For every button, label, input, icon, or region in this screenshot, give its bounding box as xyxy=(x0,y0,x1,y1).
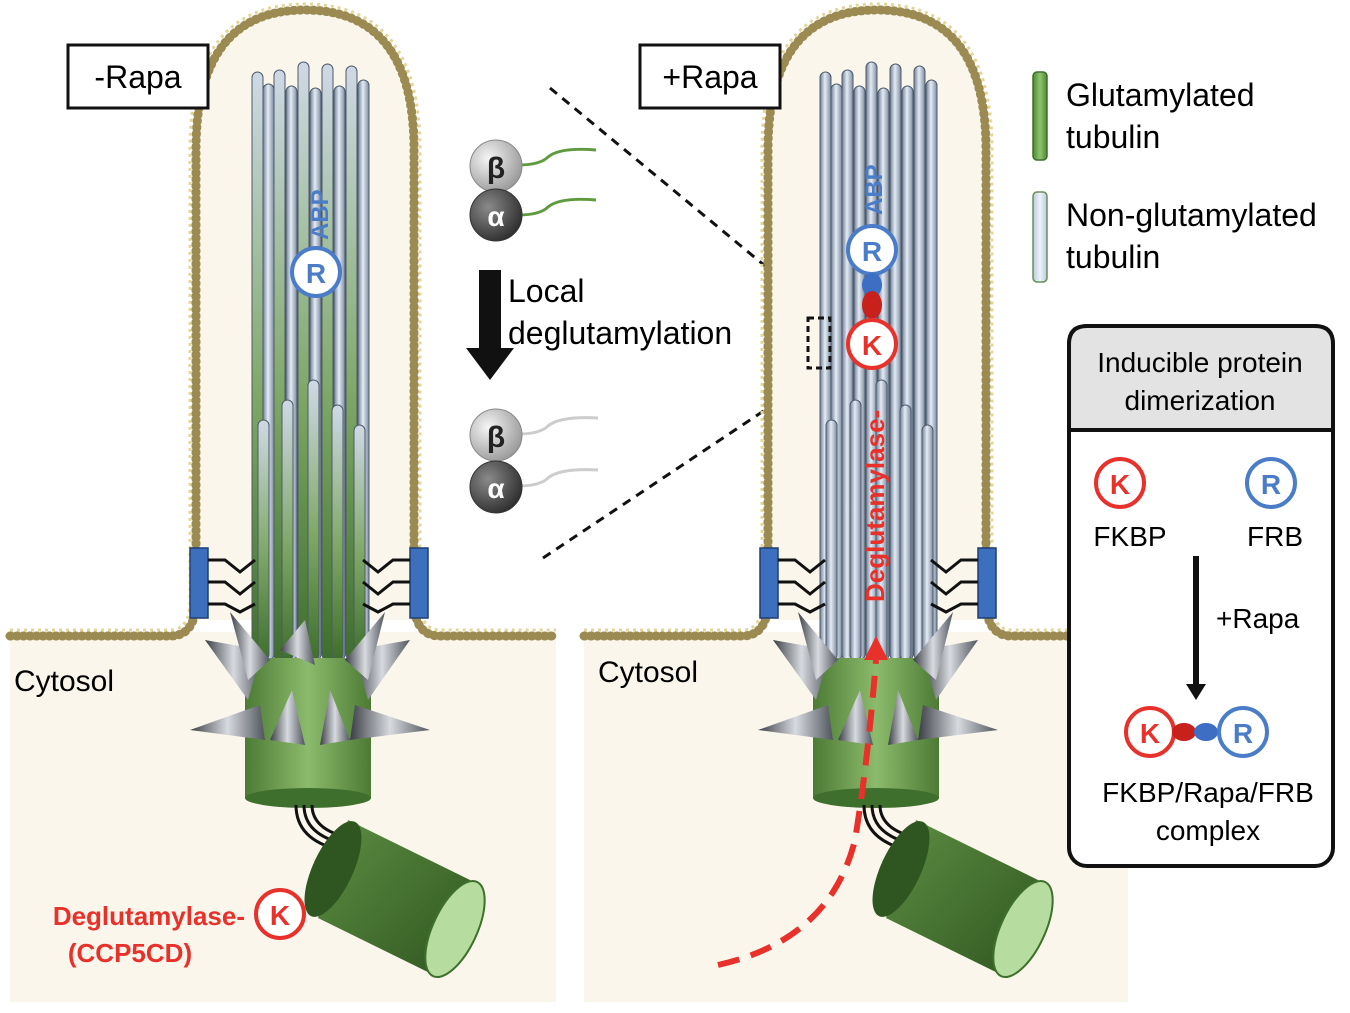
glutamate-chain-beta xyxy=(517,147,597,167)
condition-box-right xyxy=(638,43,782,110)
complex-label-line1: FKBP/Rapa/FRB xyxy=(1102,777,1314,808)
abp-label: ABP xyxy=(307,189,334,240)
cytosol-label: Cytosol xyxy=(14,665,114,698)
enzyme-label: Deglutamylase- xyxy=(53,901,245,931)
y-links-right xyxy=(778,558,978,614)
microtubule xyxy=(899,404,912,661)
beta-symbol-2: β xyxy=(487,421,505,454)
zoom-line-top xyxy=(549,86,829,320)
alpha-tubulin xyxy=(469,188,523,242)
dimerization-header xyxy=(1067,324,1335,432)
frb-icon xyxy=(1245,457,1297,509)
right-panel: +Rapa ABP R K Deglutamylase- Cytosol xyxy=(579,2,1133,1002)
fkbp-icon-letter: K xyxy=(1110,469,1130,500)
basal-body-right xyxy=(758,612,998,808)
microtubule xyxy=(307,379,320,661)
enzyme-label-right: Deglutamylase- xyxy=(860,410,890,602)
rapa-arrow-head xyxy=(1186,684,1206,700)
dimerization-box: Inducible protein dimerization K R FKBP … xyxy=(1067,324,1335,868)
microtubule xyxy=(281,399,294,661)
abp-label-right: ABP xyxy=(861,164,888,215)
chain-alpha-deglutamylated xyxy=(517,468,599,488)
fkbp-marker-right xyxy=(846,318,898,370)
center-panel: β α Local deglutamylation β α xyxy=(466,86,829,560)
zoom-box xyxy=(806,316,832,370)
transition-zone-left-r xyxy=(759,547,779,619)
legend-glutamylated-line2: tubulin xyxy=(1066,119,1160,155)
frb-letter: R xyxy=(306,258,326,289)
legend: Glutamylated tubulin Non-glutamylated tu… xyxy=(1032,71,1317,283)
complex-label-line2: complex xyxy=(1156,815,1260,846)
microtubule xyxy=(331,404,344,661)
transition-zone-right xyxy=(409,547,429,619)
fkbp-rapa-lobe xyxy=(862,291,882,319)
microtubule xyxy=(921,424,934,661)
green-cylinder xyxy=(304,820,486,979)
transition-zone-right-r xyxy=(977,547,997,619)
arrow-label-line1: Local xyxy=(508,273,585,309)
enzyme-sublabel: (CCP5CD) xyxy=(68,938,192,968)
dimerization-title-line2: dimerization xyxy=(1125,385,1276,416)
fkbp-icon xyxy=(1094,457,1146,509)
condition-box xyxy=(66,43,210,110)
complex-frb-icon xyxy=(1217,706,1269,758)
microtubule xyxy=(297,61,310,661)
alpha-tubulin-2 xyxy=(469,460,523,514)
dimerization-title-line1: Inducible protein xyxy=(1097,347,1302,378)
transition-zone-left xyxy=(189,547,209,619)
legend-glutamylated-line1: Glutamylated xyxy=(1066,77,1255,113)
complex-frb-letter: R xyxy=(1233,718,1253,749)
frb-marker xyxy=(290,246,342,298)
legend-swatch-glutamylated xyxy=(1032,71,1048,161)
recruitment-arrowhead xyxy=(864,636,888,660)
condition-label: -Rapa xyxy=(94,59,181,95)
membrane-outer xyxy=(10,2,556,632)
complex-rapa-blue xyxy=(1194,723,1218,741)
fkbp-label: FKBP xyxy=(1093,521,1166,552)
fkbp-marker xyxy=(254,888,306,940)
enzyme-recruitment-path xyxy=(717,659,879,968)
frb-letter-right: R xyxy=(862,236,882,267)
microtubule xyxy=(825,419,838,661)
basal-body xyxy=(190,612,430,808)
condition-label-right: +Rapa xyxy=(662,59,757,95)
deglutamylation-arrow-head xyxy=(466,348,514,380)
microtubule xyxy=(321,63,334,661)
frb-rapa-lobe xyxy=(862,273,882,297)
rapa-arrow-label: +Rapa xyxy=(1216,603,1300,634)
fkbp-letter-right: K xyxy=(862,330,882,361)
rapa-arrow-shaft xyxy=(1193,556,1199,684)
chain-beta-deglutamylated xyxy=(517,416,599,436)
legend-nonglutamylated-line1: Non-glutamylated xyxy=(1066,197,1317,233)
green-cylinder-right xyxy=(872,820,1054,979)
fkbp-letter: K xyxy=(270,900,290,931)
left-panel: -Rapa ABP R Cytosol Deglutamylase- (CCP5… xyxy=(5,2,561,1002)
microtubule xyxy=(353,424,366,661)
deglutamylation-arrow-shaft xyxy=(479,270,501,350)
frb-label: FRB xyxy=(1247,521,1303,552)
complex-fkbp-letter: K xyxy=(1140,718,1160,749)
alpha-symbol-2: α xyxy=(487,473,504,504)
beta-symbol: β xyxy=(487,152,505,185)
alpha-symbol: α xyxy=(487,201,504,232)
glutamate-chain-alpha xyxy=(517,197,597,217)
axoneme-microtubules xyxy=(251,61,370,661)
legend-nonglutamylated-line2: tubulin xyxy=(1066,239,1160,275)
cytosol-label-right: Cytosol xyxy=(598,656,698,689)
legend-swatch-nonglutamylated xyxy=(1032,191,1048,283)
y-links xyxy=(208,558,410,614)
microtubule xyxy=(257,419,270,661)
arrow-label-line2: deglutamylation xyxy=(508,315,732,351)
frb-icon-letter: R xyxy=(1261,469,1281,500)
complex-rapa-red xyxy=(1172,723,1196,741)
microtubule xyxy=(889,63,902,661)
